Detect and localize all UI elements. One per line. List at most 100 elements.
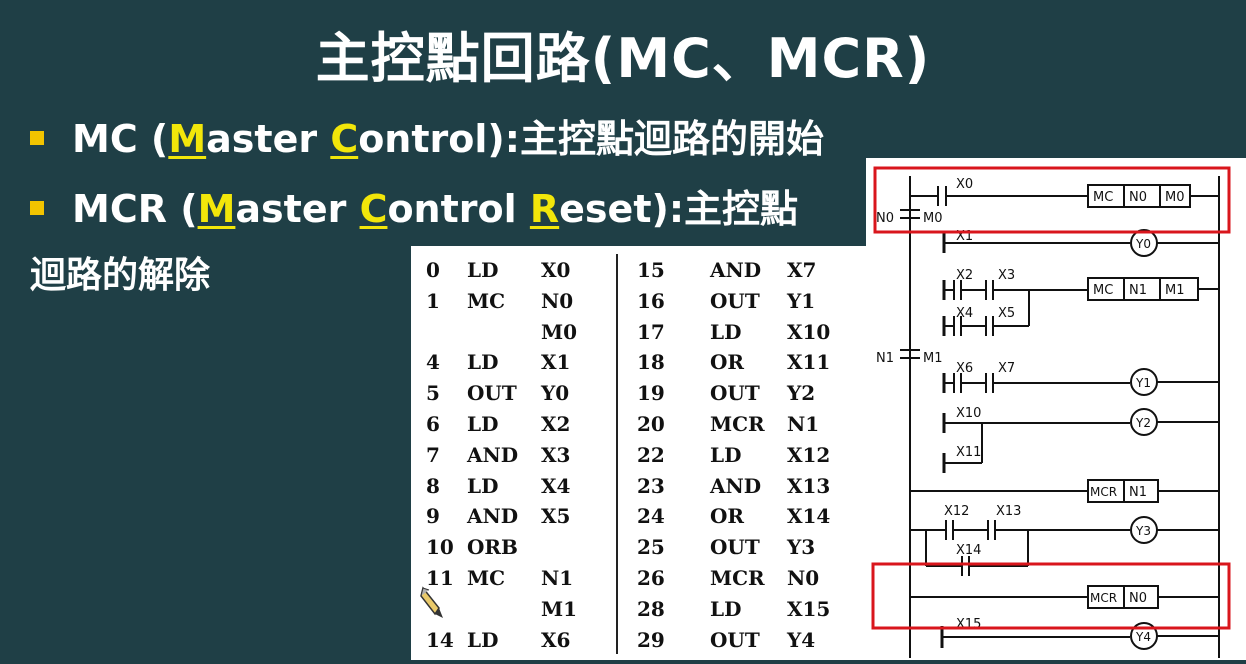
label-n0: N0: [1129, 190, 1147, 205]
instruction-arg: N1: [541, 566, 574, 590]
instruction-arg: X10: [787, 319, 831, 344]
instruction-step: 29: [637, 627, 665, 652]
instruction-op: AND: [710, 473, 762, 498]
label-mcr-n1: MCR: [1090, 485, 1117, 499]
label-x5: X5: [998, 306, 1015, 321]
instruction-arg: M1: [541, 596, 578, 621]
instruction-op: LD: [467, 412, 499, 436]
instruction-step: 26: [637, 566, 665, 590]
bullet-mcr: MCR (Master Control Reset):主控點: [30, 178, 798, 233]
instruction-op: MCR: [710, 566, 765, 590]
instruction-op: LD: [710, 442, 742, 467]
instruction-step: 11: [426, 566, 454, 590]
instruction-arg: X1: [541, 350, 571, 375]
instruction-step: 6: [426, 412, 440, 436]
label-mc: MC: [1093, 190, 1113, 205]
instruction-step: 4: [426, 350, 440, 375]
instruction-step: 7: [426, 442, 440, 467]
instruction-op: LD: [467, 473, 499, 498]
instruction-arg: Y3: [787, 535, 816, 560]
instruction-op: OUT: [710, 381, 760, 406]
instruction-step: 15: [637, 258, 665, 282]
instruction-op: OR: [710, 350, 745, 375]
instruction-op: AND: [467, 504, 519, 529]
instruction-arg: X6: [541, 627, 571, 652]
instruction-step: 14: [426, 627, 454, 652]
label-mc-2: MC: [1093, 283, 1113, 298]
instruction-arg: Y1: [787, 288, 816, 313]
instruction-arg: N0: [541, 288, 574, 313]
label-x12: X12: [944, 504, 969, 519]
instruction-step: 0: [426, 258, 440, 282]
instruction-step: 25: [637, 535, 665, 560]
label-x14: X14: [956, 543, 981, 558]
label-y4: Y4: [1135, 630, 1151, 644]
instruction-arg: Y0: [541, 381, 570, 406]
instruction-step: 1: [426, 288, 440, 313]
instruction-step: 19: [637, 381, 665, 406]
instruction-arg: X7: [787, 258, 817, 282]
instruction-arg: N0: [787, 566, 820, 590]
instruction-step: 23: [637, 473, 665, 498]
label-m1-side: M1: [923, 351, 943, 366]
instruction-arg: X15: [787, 596, 831, 621]
label-y0: Y0: [1135, 237, 1151, 251]
instruction-step: 10: [426, 535, 454, 560]
instruction-op: MCR: [710, 412, 765, 436]
slide-title: 主控點回路(MC、MCR): [315, 27, 931, 90]
bullet-square-icon: [30, 200, 44, 215]
label-y3: Y3: [1135, 524, 1151, 538]
label-y1: Y1: [1135, 376, 1151, 390]
label-x7: X7: [998, 361, 1015, 376]
instruction-op: AND: [710, 258, 762, 282]
instruction-arg: X5: [541, 504, 571, 529]
instruction-step: 28: [637, 596, 665, 621]
pencil-cursor-icon: [420, 586, 443, 618]
instruction-step: 22: [637, 442, 665, 467]
instruction-step: 24: [637, 504, 665, 529]
label-x0: X0: [956, 177, 973, 192]
instruction-arg: X0: [541, 258, 571, 282]
instruction-arg: Y2: [787, 381, 816, 406]
label-x11: X11: [956, 445, 981, 460]
instruction-op: ORB: [467, 535, 518, 560]
highlight-box-mcr: [871, 562, 1231, 630]
instruction-op: OUT: [710, 288, 760, 313]
instruction-step: 8: [426, 473, 440, 498]
label-m1: M1: [1165, 283, 1185, 298]
ladder-diagram: X0 MC N0 M0 N0 M0 X1 Y0 X2 X3 MC N1 M1 X…: [866, 158, 1246, 660]
label-x13: X13: [996, 504, 1021, 519]
instruction-step: 16: [637, 288, 665, 313]
bullet-square-icon: [30, 130, 44, 145]
label-m0-side: M0: [923, 211, 943, 226]
instruction-op: LD: [710, 596, 742, 621]
instruction-op: AND: [467, 442, 519, 467]
instruction-step: 9: [426, 504, 440, 529]
label-x2: X2: [956, 268, 973, 283]
column-divider: [616, 254, 618, 654]
label-n0-side: N0: [876, 211, 894, 226]
instruction-op: LD: [467, 350, 499, 375]
instruction-op: LD: [710, 319, 742, 344]
instruction-op: OUT: [710, 627, 760, 652]
label-n1-mcr: N1: [1129, 485, 1147, 500]
bullet-mcr-continuation: 迴路的解除: [30, 255, 211, 296]
label-x3: X3: [998, 268, 1015, 283]
label-x4: X4: [956, 306, 973, 321]
instruction-arg: X3: [541, 442, 571, 467]
instruction-step: 20: [637, 412, 665, 436]
instruction-arg: X13: [787, 473, 831, 498]
instruction-op: MC: [467, 288, 506, 313]
instruction-arg: X14: [787, 504, 831, 529]
label-y2: Y2: [1135, 416, 1151, 430]
instruction-arg: Y4: [787, 627, 816, 652]
label-x6: X6: [956, 361, 973, 376]
instruction-step: 18: [637, 350, 665, 375]
bullet-mc: MC (Master Control):主控點迴路的開始: [30, 108, 824, 163]
label-n1: N1: [1129, 283, 1147, 298]
label-x10: X10: [956, 406, 981, 421]
instruction-op: LD: [467, 258, 499, 282]
label-n0-mcr: N0: [1129, 591, 1147, 606]
